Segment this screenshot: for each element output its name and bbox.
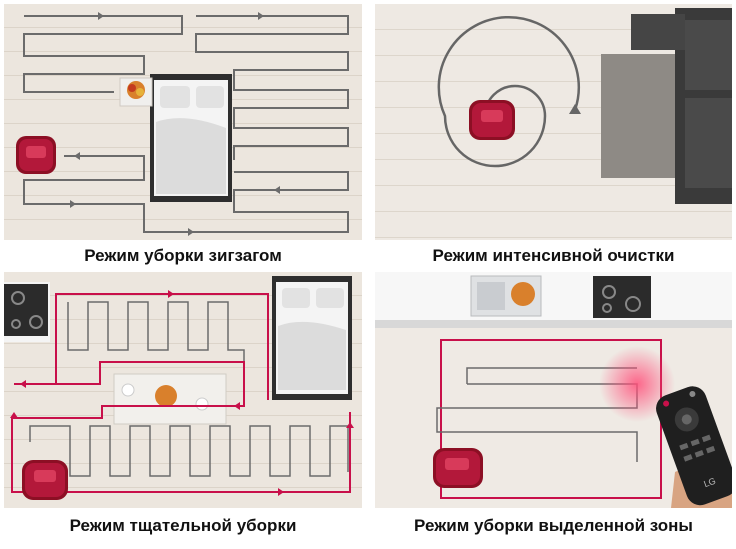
thorough-path-red [11, 361, 351, 493]
stove-icon [593, 276, 651, 318]
perimeter-path-red [55, 293, 269, 400]
zone-mode-caption: Режим уборки выделенной зоны [414, 516, 693, 535]
kitchen-counter [375, 272, 732, 320]
fruit-bowl-icon [155, 385, 177, 407]
direction-arrows [70, 12, 280, 236]
thorough-path-top [67, 301, 245, 384]
zigzag-path-bottom [23, 155, 349, 233]
intensive-mode-caption: Режим интенсивной очистки [432, 246, 675, 265]
zigzag-path [23, 15, 183, 93]
table-icon [113, 373, 227, 425]
direction-arrows [10, 290, 354, 496]
bed-icon [150, 74, 232, 202]
stove-icon [4, 282, 50, 342]
intensive-mode-panel [375, 4, 732, 240]
thorough-path-bottom [29, 425, 349, 477]
sofa-icon [631, 8, 732, 204]
bed-icon [272, 276, 352, 400]
spiral-arrow-icon [569, 104, 581, 114]
zone-mode-panel: LG [375, 272, 732, 508]
remote-control-icon: LG [656, 386, 732, 506]
remote-logo: LG [702, 476, 717, 490]
zigzag-path-right [195, 15, 349, 160]
robot-vacuum-icon [433, 448, 483, 488]
kitchen-sink-icon [470, 275, 542, 317]
zigzag-mode-panel [4, 4, 362, 240]
zigzag-mode-caption: Режим уборки зигзагом [84, 246, 282, 265]
signal-glow [599, 346, 675, 422]
robot-vacuum-icon [469, 100, 515, 140]
thorough-mode-panel [4, 272, 362, 508]
robot-vacuum-icon [22, 460, 68, 500]
robot-vacuum-icon [16, 136, 56, 174]
thorough-mode-caption: Режим тщательной уборки [69, 516, 297, 535]
fruit-bowl-icon [119, 77, 153, 107]
rug-icon [601, 54, 679, 178]
